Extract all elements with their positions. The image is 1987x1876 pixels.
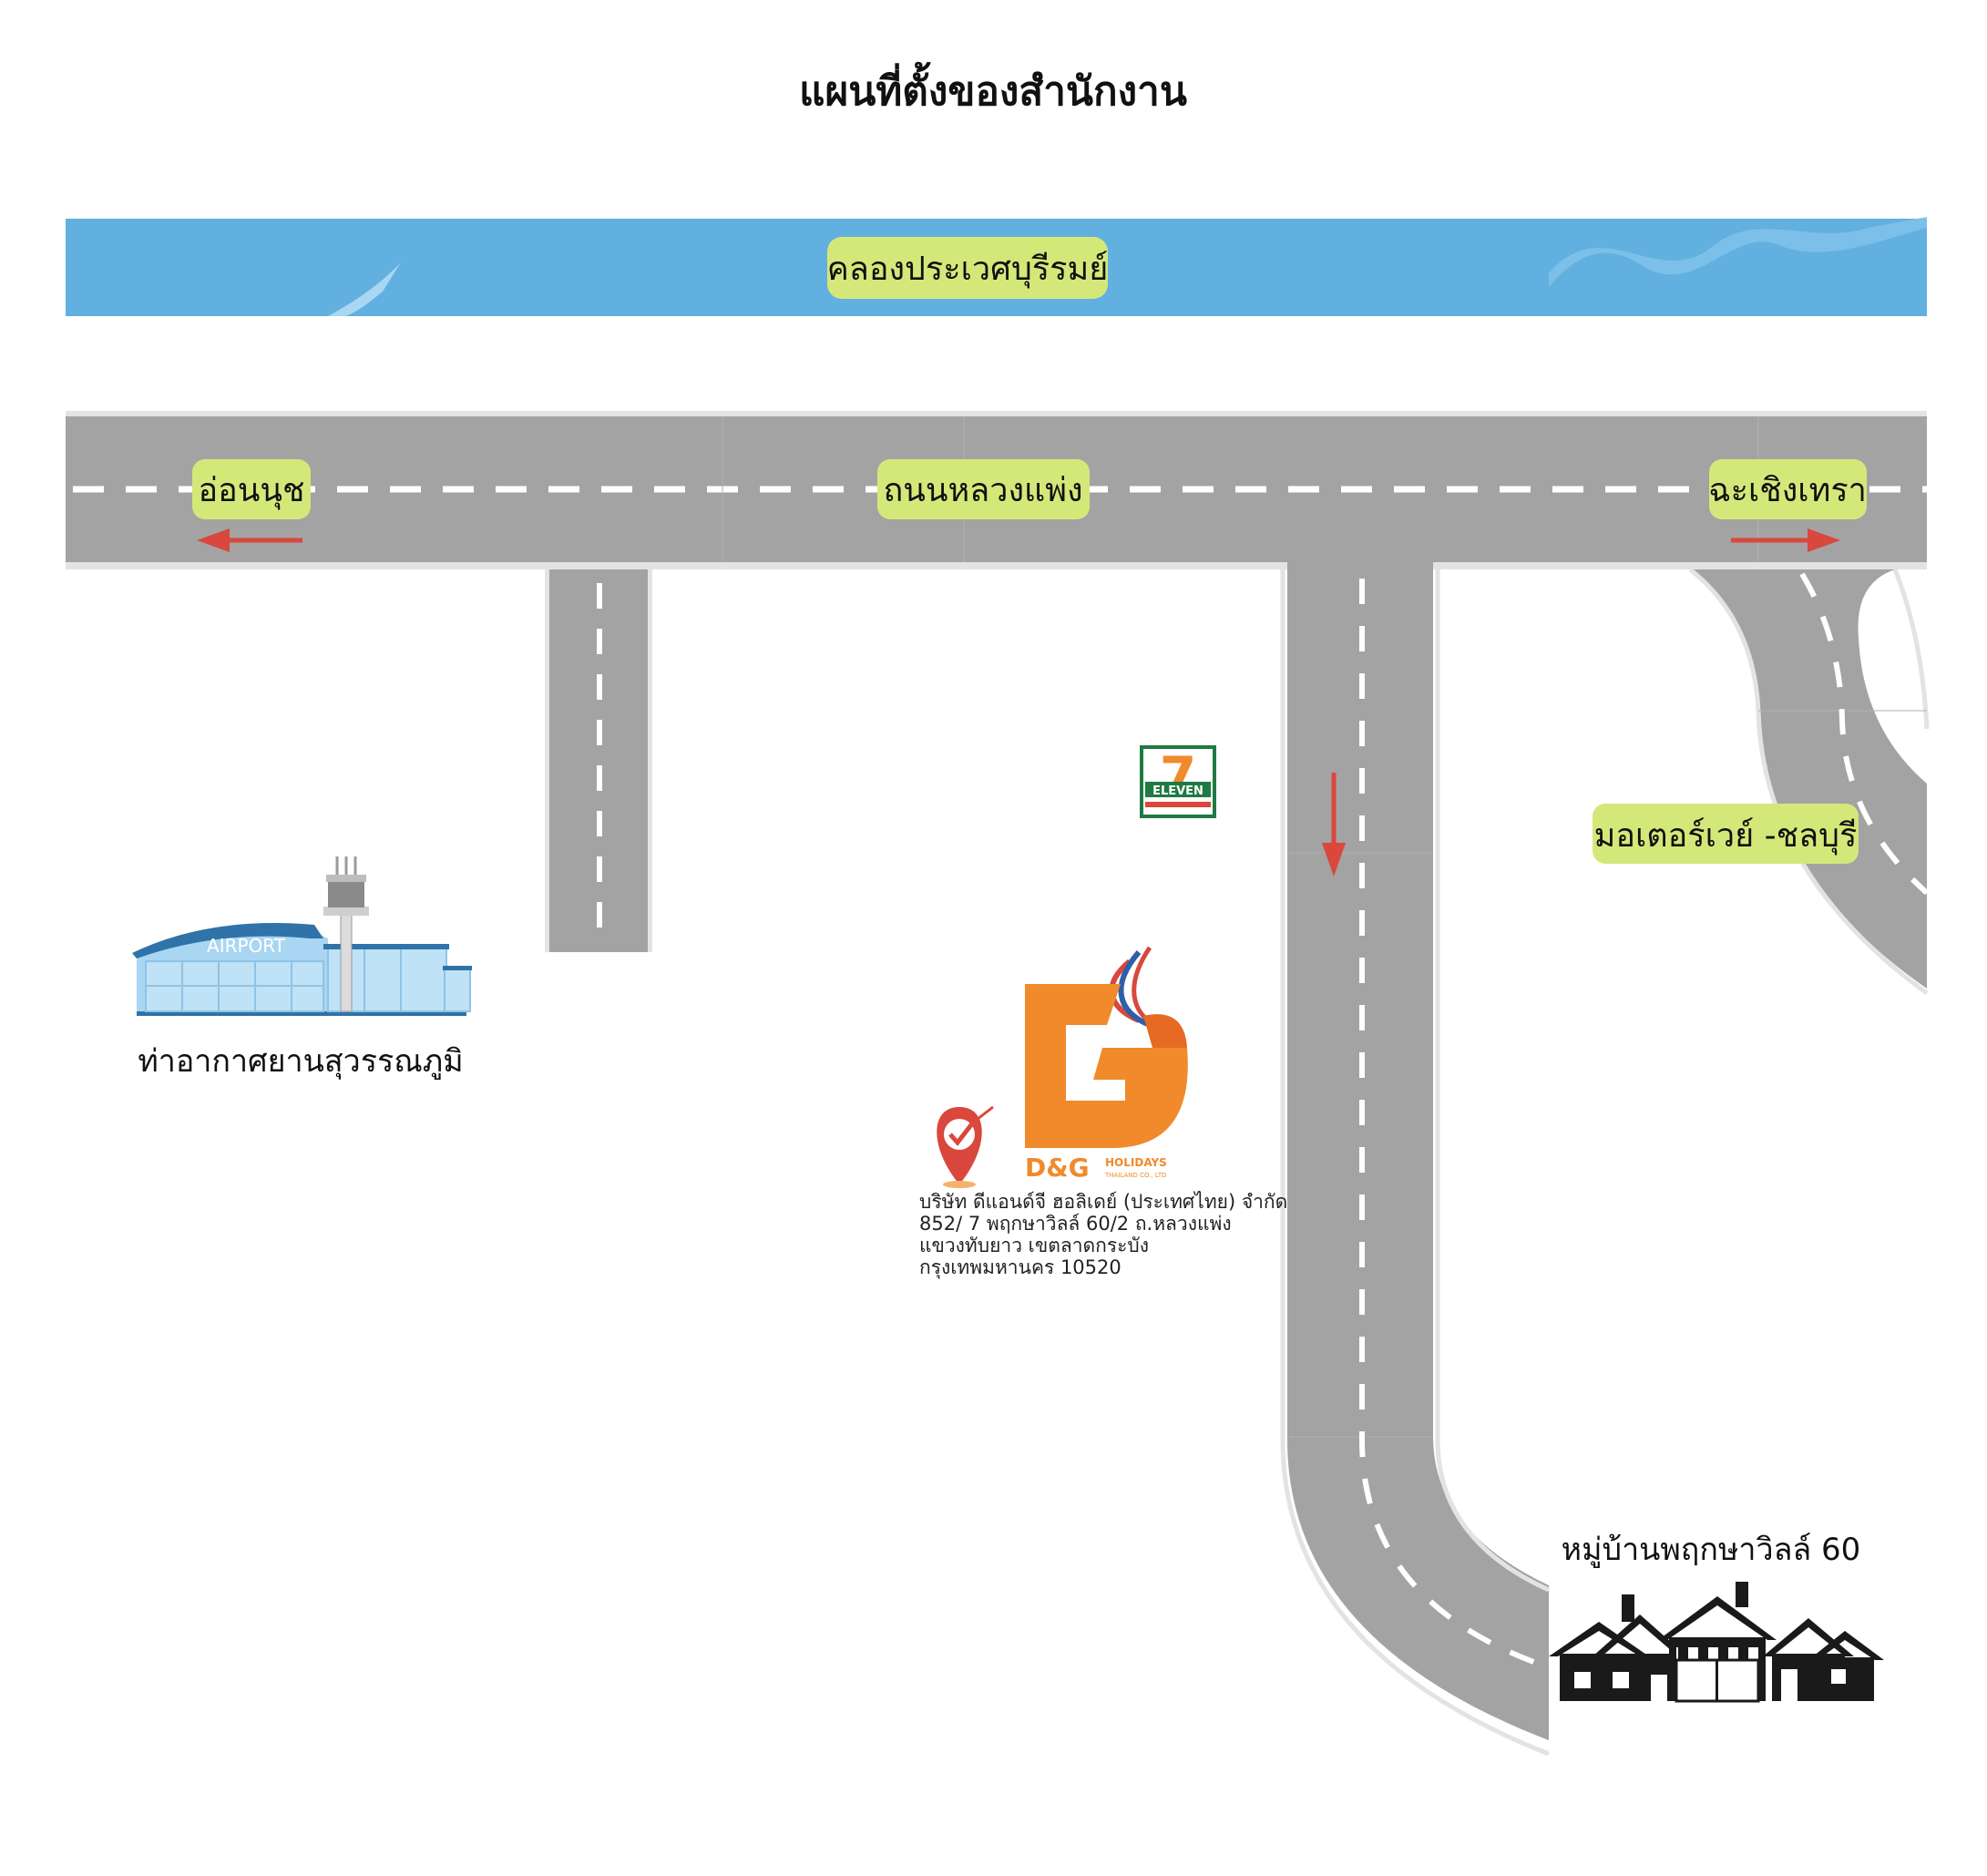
company-logo-name: D&G <box>1025 1153 1090 1183</box>
map-title: แผนที่ตั้งของสำนักงาน <box>799 61 1187 115</box>
company-logo-sub2: THAILAND CO., LTD <box>1104 1172 1166 1179</box>
company-address: บริษัท ดีแอนด์จี ฮอลิเดย์ (ประเทศไทย) จำ… <box>919 1191 1287 1279</box>
address-line-1: บริษัท ดีแอนด์จี ฮอลิเดย์ (ประเทศไทย) จำ… <box>919 1191 1287 1213</box>
direction-left-label: อ่อนนุช <box>199 472 305 510</box>
canal: คลองประเวศบุรีรมย์ <box>66 217 1927 316</box>
motorway-ramp <box>1688 568 1930 996</box>
address-line-3: แขวงทับยาว เขตลาดกระบัง <box>919 1235 1149 1256</box>
arrow-left-icon <box>197 528 302 552</box>
village-label: หมู่บ้านพฤกษาวิลล์ 60 <box>1562 1532 1861 1568</box>
seven-eleven-logo: 7 ELEVEN <box>1140 745 1216 818</box>
address-line-4: กรุงเทพมหานคร 10520 <box>919 1256 1122 1279</box>
airport-label: ท่าอากาศยานสุวรรณภูมิ <box>138 1043 463 1080</box>
road-main-label: ถนนหลวงแพ่ง <box>883 472 1082 509</box>
airport-icon: AIRPORT <box>132 856 472 1016</box>
company-logo: D&G HOLIDAYS THAILAND CO., LTD <box>1025 946 1188 1183</box>
direction-right-label: ฉะเชิงเทรา <box>1708 472 1867 509</box>
canal-label: คลองประเวศบุรีรมย์ <box>827 251 1109 289</box>
motorway: มอเตอร์เวย์ -ชลบุรี <box>1593 804 1859 864</box>
village-road <box>1280 562 1551 1757</box>
canal-label-pill <box>827 237 1108 299</box>
motorway-label: มอเตอร์เวย์ -ชลบุรี <box>1594 817 1858 856</box>
company-logo-sub: HOLIDAYS <box>1105 1156 1167 1169</box>
address-line-2: 852/ 7 พฤกษาวิลล์ 60/2 ถ.หลวงแพ่ง <box>919 1213 1232 1235</box>
airport-sign: AIRPORT <box>207 935 286 957</box>
arrow-right-icon <box>1731 528 1840 552</box>
location-pin-icon <box>937 1105 994 1188</box>
direction-left: อ่อนนุช <box>192 459 311 552</box>
village-houses-icon <box>1549 1582 1884 1703</box>
arrow-down-icon <box>1322 773 1346 876</box>
seven-eleven-text: ELEVEN <box>1152 784 1203 798</box>
side-street-left <box>545 569 652 952</box>
direction-right: ฉะเชิงเทรา <box>1708 459 1867 552</box>
road-main: ถนนหลวงแพ่ง <box>877 459 1090 519</box>
